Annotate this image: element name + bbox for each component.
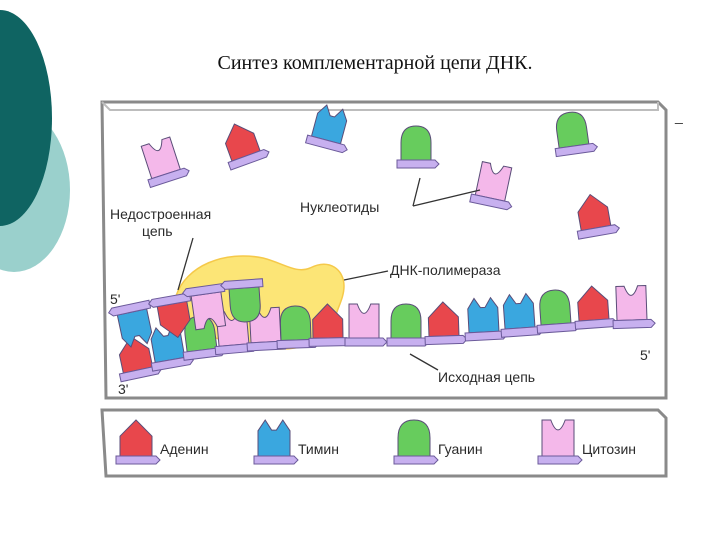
sugar-phosphate-bar bbox=[345, 338, 387, 346]
sugar-phosphate-bar bbox=[394, 456, 438, 464]
sugar-phosphate-bar bbox=[116, 456, 160, 464]
legend-label-thymine: Тимин bbox=[298, 441, 339, 457]
guanine-base-shape bbox=[539, 289, 571, 325]
dna-synthesis-figure: Недостроенная цепь Нуклеотиды ДНК-полиме… bbox=[98, 98, 670, 478]
label-5-prime-right: 5' bbox=[640, 347, 650, 363]
label-template-chain: Исходная цепь bbox=[438, 369, 535, 385]
sugar-phosphate-bar bbox=[254, 456, 298, 464]
label-dna-polymerase: ДНК-полимераза bbox=[390, 262, 501, 278]
sugar-phosphate-bar bbox=[397, 160, 439, 168]
label-incomplete-chain-2: цепь bbox=[142, 223, 173, 239]
label-nucleotides: Нуклеотиды bbox=[300, 199, 379, 215]
label-3-prime-left: 3' bbox=[118, 381, 128, 397]
slide-title: Синтез комплементарной цепи ДНК. bbox=[0, 52, 720, 75]
sugar-phosphate-bar bbox=[538, 456, 582, 464]
guanine-base-shape bbox=[229, 287, 261, 323]
label-incomplete-chain-1: Недостроенная bbox=[110, 206, 211, 222]
sugar-phosphate-bar bbox=[425, 335, 467, 344]
dash-mark: _ bbox=[675, 108, 683, 124]
legend-label-adenine: Аденин bbox=[160, 441, 209, 457]
guanine-base-shape bbox=[280, 305, 311, 340]
guanine-base-shape bbox=[398, 420, 430, 456]
legend-label-cytosine: Цитозин bbox=[582, 441, 636, 457]
guanine-base-shape bbox=[401, 126, 431, 160]
guanine-base-shape bbox=[391, 304, 421, 338]
sugar-phosphate-bar bbox=[613, 319, 655, 328]
label-5-prime-left: 5' bbox=[110, 291, 120, 307]
sugar-phosphate-bar bbox=[387, 338, 429, 346]
legend-panel: Аденин Тимин Гуанин Цитозин bbox=[102, 410, 666, 476]
legend-label-guanine: Гуанин bbox=[438, 441, 483, 457]
